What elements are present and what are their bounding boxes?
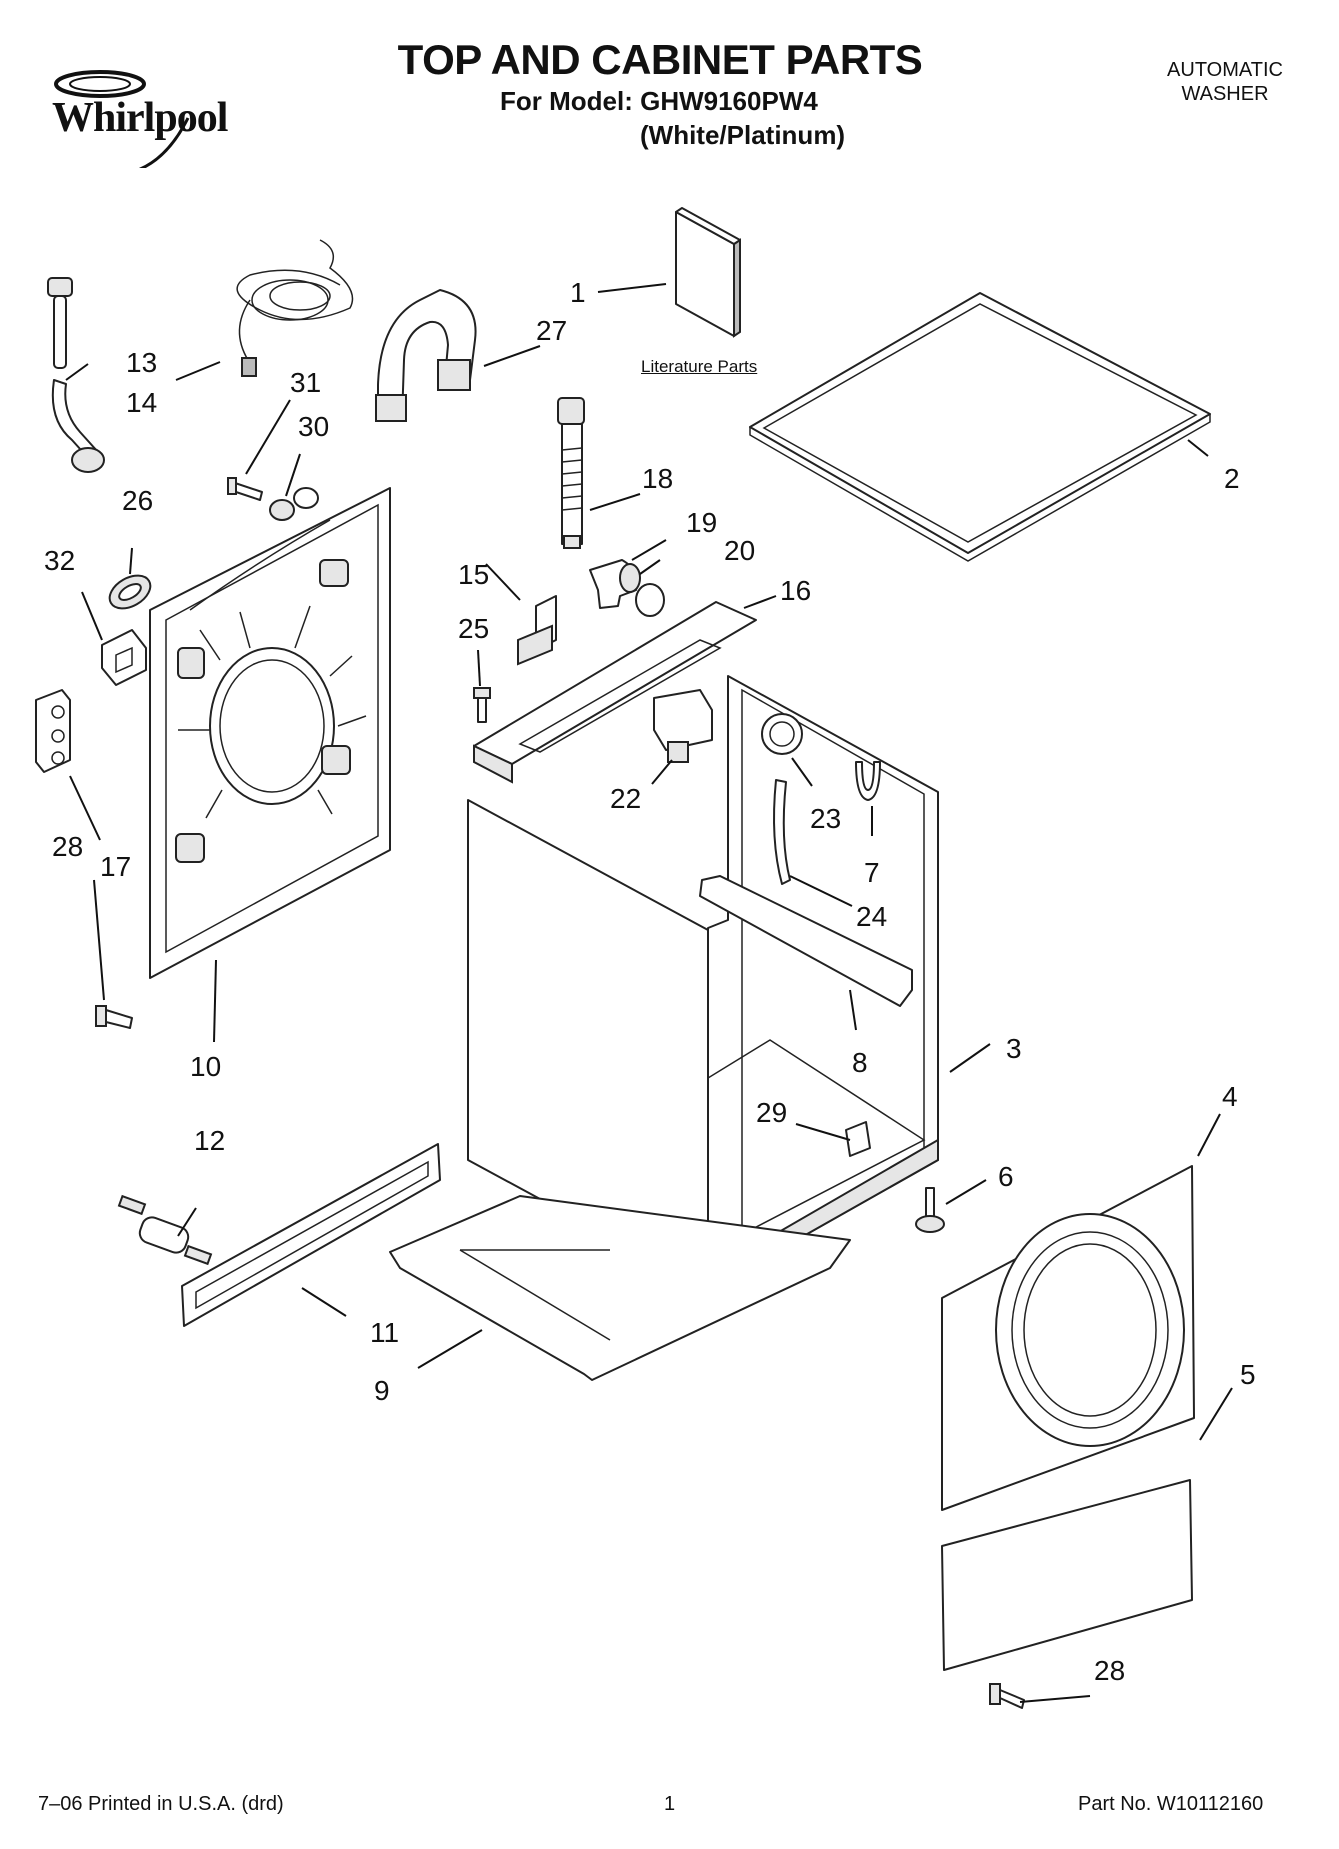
part-label-26: 26 bbox=[122, 485, 153, 516]
part-label-19: 19 bbox=[686, 507, 717, 538]
part-labels: 1 2 3 4 5 6 7 8 9 10 11 12 13 14 15 16 1… bbox=[44, 277, 1256, 1686]
part-label-32: 32 bbox=[44, 545, 75, 576]
cross-brace bbox=[699, 875, 913, 1007]
part-number: Part No. W10112160 bbox=[1078, 1793, 1264, 1815]
model-number: For Model: GHW9160PW4 bbox=[500, 86, 818, 116]
screw-right bbox=[989, 1683, 1025, 1709]
part-label-18: 18 bbox=[642, 463, 673, 494]
drain-hose bbox=[557, 397, 585, 549]
leader-lines bbox=[65, 283, 1233, 1703]
page-number: 1 bbox=[664, 1793, 676, 1815]
rear-panel bbox=[149, 487, 391, 979]
part-label-1: 1 bbox=[570, 277, 586, 308]
part-label-28-left: 28 bbox=[52, 831, 83, 862]
base-rail bbox=[181, 1143, 441, 1327]
part-label-29: 29 bbox=[756, 1097, 787, 1128]
screw-25 bbox=[473, 687, 491, 723]
product-type-line2: WASHER bbox=[1181, 83, 1269, 105]
model-variant: (White/Platinum) bbox=[640, 120, 846, 150]
part-label-28-right: 28 bbox=[1094, 1655, 1125, 1686]
product-type-line1: AUTOMATIC bbox=[1167, 59, 1283, 81]
part-label-30: 30 bbox=[298, 411, 329, 442]
product-type: AUTOMATIC WASHER bbox=[1140, 58, 1310, 106]
clip-29 bbox=[845, 1121, 871, 1157]
part-label-24: 24 bbox=[856, 901, 887, 932]
part-label-8: 8 bbox=[852, 1047, 868, 1078]
part-label-16: 16 bbox=[780, 575, 811, 606]
part-label-10: 10 bbox=[190, 1051, 221, 1082]
part-label-7: 7 bbox=[864, 857, 880, 888]
part-label-5: 5 bbox=[1240, 1359, 1256, 1390]
water-valve bbox=[653, 689, 713, 763]
part-label-22: 22 bbox=[610, 783, 641, 814]
cabinet-top-bar bbox=[473, 601, 757, 784]
literature-booklet bbox=[675, 207, 741, 338]
pressure-hose bbox=[773, 779, 791, 885]
part-label-17: 17 bbox=[100, 851, 131, 882]
part-label-4: 4 bbox=[1222, 1081, 1238, 1112]
drain-elbow-and-clamp bbox=[589, 559, 665, 617]
floor-pad bbox=[389, 1195, 851, 1381]
grommet bbox=[108, 574, 152, 610]
hose-guide bbox=[375, 289, 477, 422]
cabinet bbox=[467, 675, 939, 1292]
literature-parts-label: Literature Parts bbox=[641, 357, 758, 376]
part-label-11: 11 bbox=[370, 1317, 399, 1348]
part-label-9: 9 bbox=[374, 1375, 390, 1406]
whirlpool-logo: Whirlpool bbox=[38, 58, 268, 172]
power-cord bbox=[236, 239, 354, 377]
page-title: TOP AND CABINET PARTS bbox=[397, 36, 923, 83]
part-label-25: 25 bbox=[458, 613, 489, 644]
front-panel bbox=[941, 1165, 1195, 1511]
screw-and-clamp bbox=[227, 477, 319, 521]
logo-swirl-icon bbox=[54, 70, 190, 172]
brand-wordmark: Whirlpool bbox=[52, 95, 228, 141]
inlet-hose-fitting bbox=[47, 277, 105, 473]
clip bbox=[101, 629, 147, 686]
part-label-27: 27 bbox=[536, 315, 567, 346]
part-label-31: 31 bbox=[290, 367, 321, 398]
top-lid bbox=[749, 292, 1211, 562]
part-label-12: 12 bbox=[194, 1125, 225, 1156]
hose-clip bbox=[855, 761, 881, 801]
part-label-20: 20 bbox=[724, 535, 755, 566]
part-label-13: 13 bbox=[126, 347, 157, 378]
print-info: 7–06 Printed in U.S.A. (drd) bbox=[38, 1793, 284, 1815]
bracket bbox=[517, 595, 557, 666]
part-label-14: 14 bbox=[126, 387, 157, 418]
part-label-23: 23 bbox=[810, 803, 841, 834]
part-label-2: 2 bbox=[1224, 463, 1240, 494]
screw-left bbox=[95, 1005, 133, 1029]
part-label-3: 3 bbox=[1006, 1033, 1022, 1064]
leveling-leg bbox=[915, 1187, 945, 1233]
part-label-15: 15 bbox=[458, 559, 489, 590]
cable-clips bbox=[35, 689, 71, 773]
toe-panel bbox=[941, 1479, 1193, 1671]
pressure-switch bbox=[761, 713, 803, 755]
shock-absorber bbox=[117, 1194, 213, 1266]
part-label-6: 6 bbox=[998, 1161, 1014, 1192]
